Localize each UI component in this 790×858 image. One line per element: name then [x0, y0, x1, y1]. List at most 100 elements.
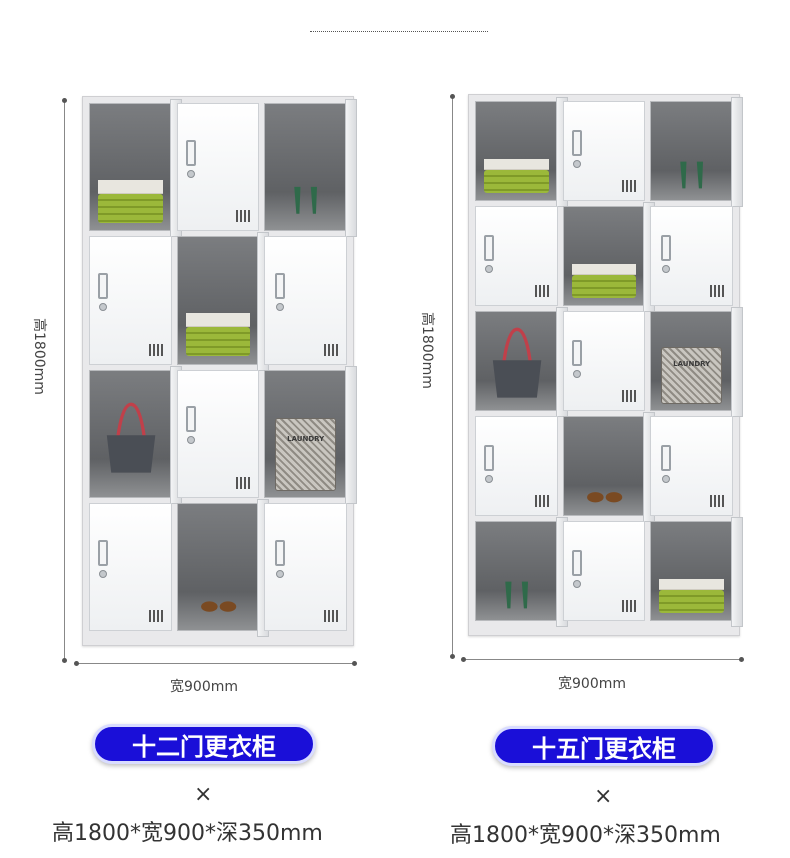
locker-door: [650, 206, 733, 306]
locker-door: [562, 101, 646, 201]
high-heels-icon: [504, 581, 528, 609]
dimension-endpoint: [450, 654, 455, 659]
vent-icon: [236, 210, 251, 223]
locker-door: [650, 416, 733, 516]
vent-icon: [709, 495, 724, 507]
towel-white: [659, 579, 724, 590]
vent-icon: [323, 343, 338, 356]
high-heels-icon: [680, 161, 703, 189]
open-compartment: [562, 416, 646, 516]
lock-icon: [485, 265, 493, 273]
door-handle: [484, 445, 494, 471]
open-door-flap: [731, 517, 743, 627]
vent-icon: [148, 343, 163, 356]
lock-icon: [572, 580, 581, 588]
lock-icon: [662, 265, 671, 273]
product-name-badge: 十五门更衣柜: [492, 726, 716, 766]
vent-icon: [622, 600, 637, 612]
high-heels-icon: [294, 186, 317, 214]
towel-green: [98, 193, 163, 224]
locker-door: [176, 103, 260, 232]
brown-shoes-icon: [201, 601, 237, 613]
locker-door: [264, 236, 347, 365]
towel-green: [571, 274, 637, 298]
vent-icon: [236, 476, 251, 489]
door-handle: [571, 340, 582, 366]
dimension-endpoint: [739, 657, 744, 662]
dimension-endpoint: [62, 658, 67, 663]
dimension-endpoint: [461, 657, 466, 662]
height-dimension-line: [64, 100, 65, 660]
dimension-endpoint: [62, 98, 67, 103]
basket-label: LAUNDRY: [673, 360, 711, 369]
open-compartment: [89, 369, 172, 498]
product-name-badge: 十二门更衣柜: [92, 724, 316, 764]
dimension-endpoint: [352, 661, 357, 666]
product-name: 十五门更衣柜: [532, 734, 676, 763]
locker-door: [562, 521, 646, 621]
locker-cabinet: LAUNDRY: [82, 96, 357, 646]
laundry-basket: LAUNDRY: [661, 347, 723, 404]
vent-icon: [622, 180, 637, 192]
open-compartment: [650, 521, 733, 621]
vent-icon: [622, 390, 637, 402]
towel-white: [571, 264, 637, 275]
towel-green: [659, 589, 724, 613]
locker-door: [264, 502, 347, 631]
lock-icon: [186, 436, 195, 445]
locker-door: [475, 416, 558, 516]
open-compartment: [89, 103, 172, 232]
locker-door: [89, 236, 172, 365]
handbag-icon: [493, 327, 542, 398]
door-handle: [275, 539, 286, 566]
door-handle: [98, 539, 108, 566]
locker-door: [475, 206, 558, 306]
width-dimension-line: [463, 659, 741, 660]
height-dimension-line: [452, 96, 453, 656]
laundry-basket: LAUNDRY: [275, 418, 337, 491]
open-compartment: LAUNDRY: [264, 369, 347, 498]
locker-door: [562, 311, 646, 411]
open-compartment: [650, 101, 733, 201]
lock-icon: [662, 475, 671, 483]
open-compartment: [264, 103, 347, 232]
width-label: 宽900mm: [558, 676, 626, 692]
width-label: 宽900mm: [170, 679, 238, 695]
locker-cabinet: LAUNDRY: [468, 94, 743, 636]
open-compartment: [475, 521, 558, 621]
open-door-flap: [345, 365, 357, 504]
open-door-flap: [345, 99, 357, 238]
top-divider: [310, 31, 488, 32]
door-handle: [484, 235, 494, 261]
product-name: 十二门更衣柜: [132, 732, 276, 761]
handbag-icon: [107, 402, 156, 473]
open-compartment: [562, 206, 646, 306]
towel-stack: [571, 264, 637, 298]
open-door-flap: [731, 307, 743, 417]
dimension-endpoint: [74, 661, 79, 666]
lock-icon: [276, 303, 285, 312]
vent-icon: [323, 610, 338, 622]
open-compartment: [475, 101, 558, 201]
towel-white: [484, 159, 549, 170]
door-handle: [571, 550, 582, 576]
lock-icon: [572, 160, 581, 168]
open-compartment: LAUNDRY: [650, 311, 733, 411]
vent-icon: [534, 285, 549, 297]
lock-icon: [99, 303, 107, 312]
door-handle: [571, 130, 582, 156]
towel-white: [185, 313, 251, 327]
lock-icon: [186, 169, 195, 178]
towel-stack: [98, 179, 163, 224]
spec-text: 高1800*宽900*深350mm: [52, 821, 323, 846]
lock-icon: [485, 475, 493, 483]
towel-stack: [185, 313, 251, 357]
door-handle: [275, 273, 286, 300]
spec-text: 高1800*宽900*深350mm: [450, 823, 721, 848]
door-handle: [185, 406, 196, 433]
door-handle: [661, 235, 672, 261]
towel-white: [98, 179, 163, 194]
open-compartment: [475, 311, 558, 411]
open-compartment: [176, 236, 260, 365]
lock-icon: [276, 569, 285, 578]
